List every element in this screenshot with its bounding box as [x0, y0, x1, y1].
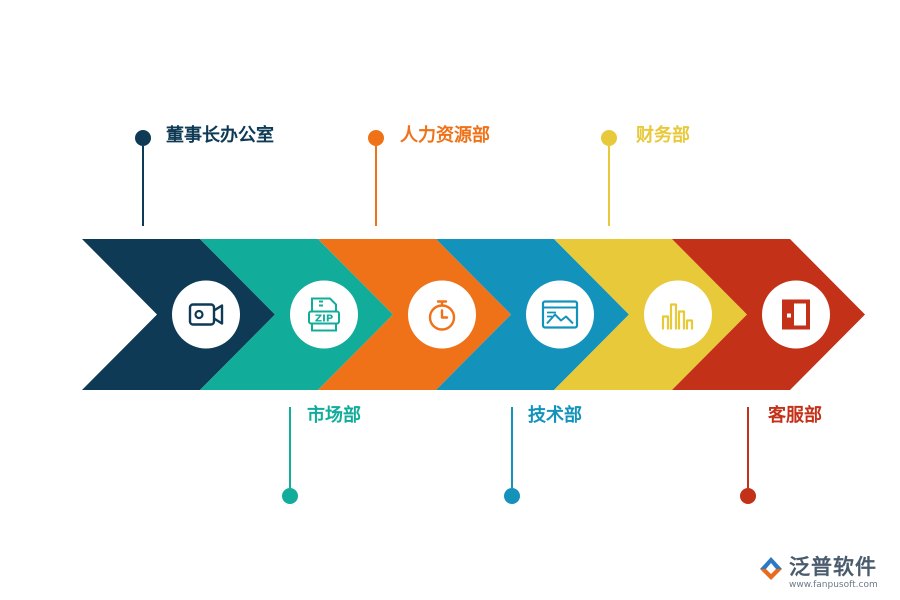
callout-dot [135, 130, 151, 146]
callout-stage-6: 客服部 [740, 404, 822, 504]
callout-stage-5: 财务部 [601, 124, 690, 226]
callout-dot [740, 488, 756, 504]
stage-label: 董事长办公室 [166, 124, 274, 146]
brand-logo: 泛普软件 www.fanpusoft.com [756, 551, 886, 597]
callout-stage-1: 董事长办公室 [135, 124, 274, 226]
callout-dot [601, 130, 617, 146]
callout-dot [282, 488, 298, 504]
logo-name: 泛普软件 [789, 555, 877, 579]
stopwatch-icon [408, 280, 476, 349]
callout-stage-3: 人力资源部 [368, 124, 490, 226]
stage-label: 财务部 [636, 124, 690, 146]
video-camera-icon [172, 280, 240, 349]
bar-chart-icon [644, 280, 712, 349]
fanpu-logo-icon [760, 557, 782, 580]
callout-stage-4: 技术部 [504, 404, 582, 504]
svg-text:ZIP: ZIP [315, 314, 333, 325]
callout-dot [368, 130, 384, 146]
logo-url: www.fanpusoft.com [789, 580, 878, 590]
stage-label: 客服部 [768, 404, 822, 426]
image-window-icon [526, 280, 594, 349]
stage-label: 市场部 [307, 404, 361, 426]
stage-label: 技术部 [528, 404, 582, 426]
door-icon [762, 280, 830, 349]
callout-dot [504, 488, 520, 504]
stage-label: 人力资源部 [400, 124, 490, 146]
callout-stage-2: 市场部 [282, 404, 361, 504]
zip-file-icon: ZIP [290, 280, 358, 349]
